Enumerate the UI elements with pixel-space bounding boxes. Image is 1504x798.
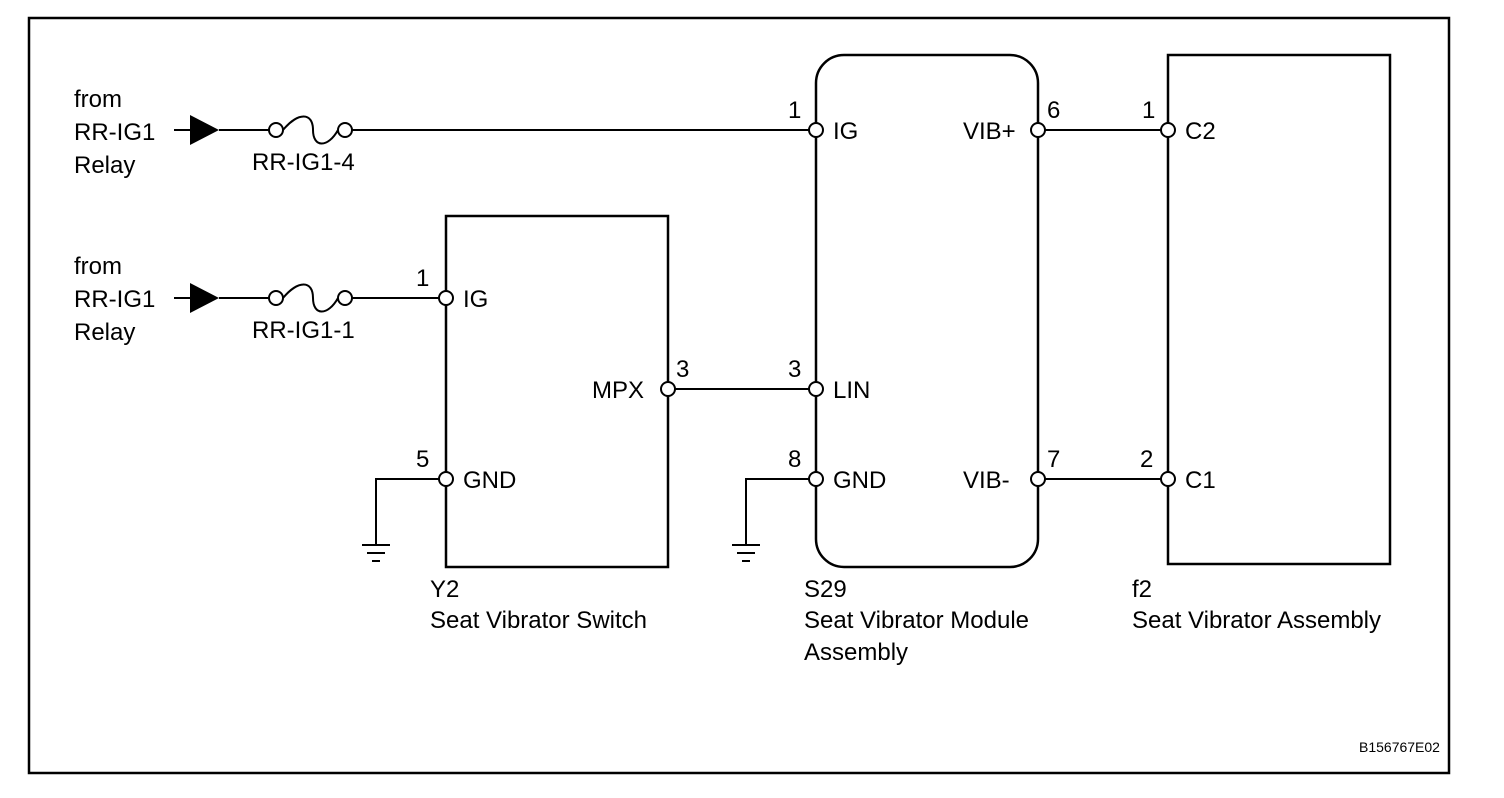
- switch-ig-pin-label: IG: [463, 286, 488, 313]
- fuse-top: [268, 115, 353, 145]
- source-bottom-from: from: [74, 253, 122, 280]
- source-bottom-relay-name: RR-IG1: [74, 286, 155, 313]
- module-vibm-pin-label: VIB-: [963, 467, 1010, 494]
- vibrator-c1-pin-number: 2: [1140, 446, 1153, 473]
- power-source-top: from RR-IG1 Relay: [74, 86, 219, 179]
- source-top-relay-name: RR-IG1: [74, 119, 155, 146]
- source-top-arrow-icon: [190, 115, 219, 145]
- fuse-top-symbol-icon: [282, 115, 339, 145]
- switch-mpx-pin-number: 3: [676, 356, 689, 383]
- source-top-relay: Relay: [74, 152, 135, 179]
- module-lin-pin-number: 3: [788, 356, 801, 383]
- module-ig-pin-number: 1: [788, 97, 801, 124]
- switch-code: Y2: [430, 576, 459, 603]
- module-ground-icon: [732, 544, 760, 562]
- module-name-line2: Assembly: [804, 639, 908, 666]
- wire-module-ground: [745, 478, 809, 545]
- vibrator-code: f2: [1132, 576, 1152, 603]
- fuse-top-terminal-right: [337, 122, 353, 138]
- vibrator-c1-terminal: [1160, 471, 1176, 487]
- module-gnd-pin-number: 8: [788, 446, 801, 473]
- module-vibp-terminal: [1030, 122, 1046, 138]
- figure-id: B156767E02: [1359, 739, 1440, 755]
- switch-ground-icon: [362, 544, 390, 562]
- module-box: [814, 53, 1040, 569]
- fuse-bottom-symbol-icon: [282, 283, 339, 313]
- module-vibm-pin-number: 7: [1047, 446, 1060, 473]
- switch-gnd-pin-label: GND: [463, 467, 516, 494]
- source-top-from: from: [74, 86, 122, 113]
- switch-gnd-terminal: [438, 471, 454, 487]
- vibrator-c2-terminal: [1160, 122, 1176, 138]
- wire-switch-ground: [375, 478, 439, 545]
- module-name-line1: Seat Vibrator Module: [804, 607, 1029, 634]
- vibrator-name: Seat Vibrator Assembly: [1132, 607, 1381, 634]
- switch-mpx-pin-label: MPX: [592, 377, 644, 404]
- module-lin-terminal: [808, 381, 824, 397]
- source-bottom-arrow-icon: [190, 283, 219, 313]
- fuse-bottom: [268, 283, 353, 313]
- fuse-bottom-label: RR-IG1-1: [252, 317, 355, 344]
- fuse-top-terminal-left: [268, 122, 284, 138]
- vibrator-c1-pin-label: C1: [1185, 467, 1216, 494]
- module-vibp-pin-number: 6: [1047, 97, 1060, 124]
- switch-mpx-terminal: [660, 381, 676, 397]
- module-lin-pin-label: LIN: [833, 377, 870, 404]
- vibrator-c2-pin-label: C2: [1185, 118, 1216, 145]
- module-code: S29: [804, 576, 847, 603]
- vibrator-box: [1166, 53, 1392, 566]
- fuse-top-label: RR-IG1-4: [252, 149, 355, 176]
- module-ig-pin-label: IG: [833, 118, 858, 145]
- module-vibp-pin-label: VIB+: [963, 118, 1016, 145]
- switch-gnd-pin-number: 5: [416, 446, 429, 473]
- fuse-bottom-terminal-right: [337, 290, 353, 306]
- vibrator-c2-pin-number: 1: [1142, 97, 1155, 124]
- switch-box: [444, 214, 670, 569]
- switch-ig-pin-number: 1: [416, 265, 429, 292]
- module-ig-terminal: [808, 122, 824, 138]
- module-gnd-pin-label: GND: [833, 467, 886, 494]
- module-gnd-terminal: [808, 471, 824, 487]
- switch-ig-terminal: [438, 290, 454, 306]
- module-vibm-terminal: [1030, 471, 1046, 487]
- source-bottom-relay: Relay: [74, 319, 135, 346]
- diagram-frame: [27, 16, 1451, 775]
- switch-name: Seat Vibrator Switch: [430, 607, 647, 634]
- fuse-bottom-terminal-left: [268, 290, 284, 306]
- power-source-bottom: from RR-IG1 Relay: [74, 253, 219, 346]
